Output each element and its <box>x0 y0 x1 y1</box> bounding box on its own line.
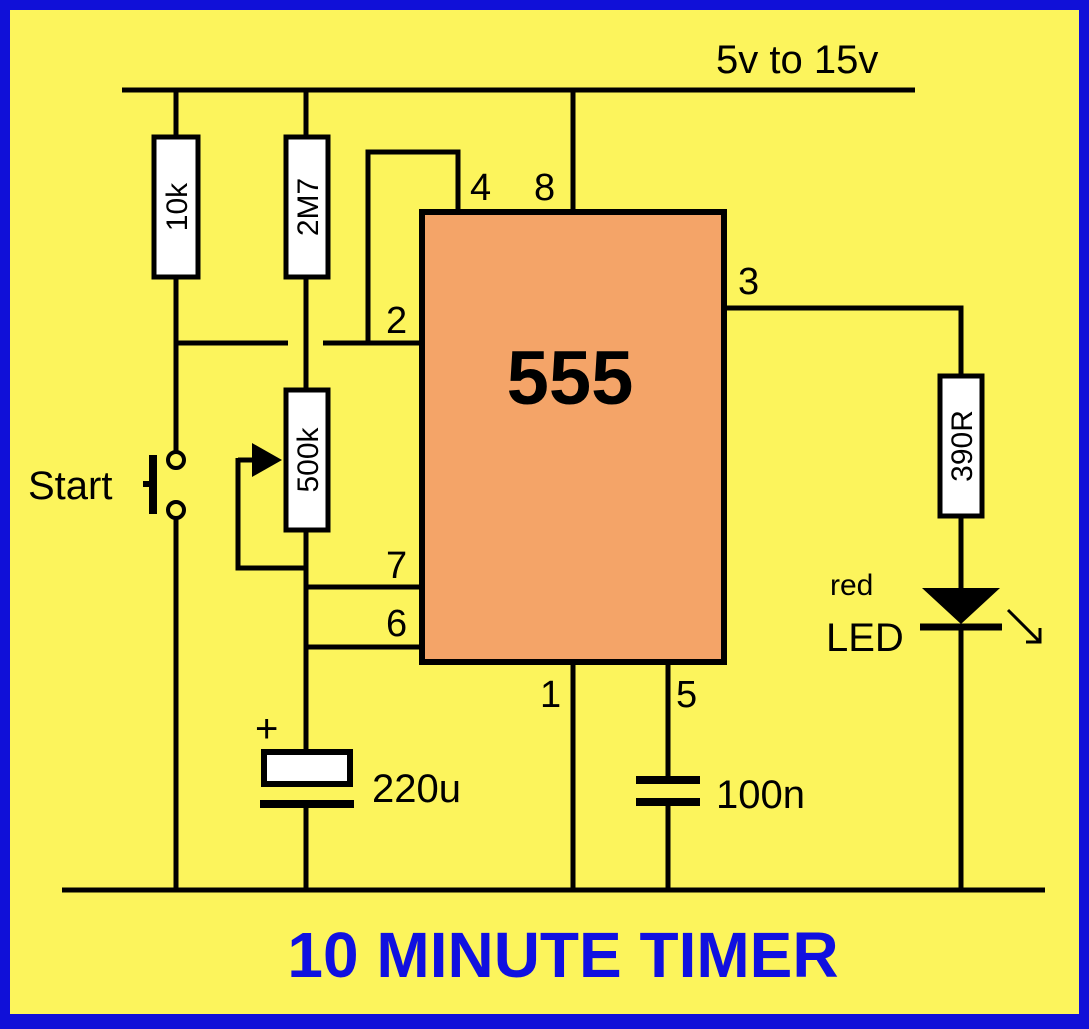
supply-label: 5v to 15v <box>716 38 878 82</box>
cap-220u-label: 220u <box>372 767 461 811</box>
start-switch <box>143 450 186 520</box>
pin-label-6: 6 <box>386 603 407 645</box>
cap-220u-polarity: + <box>255 707 278 751</box>
potentiometer-500k <box>283 387 331 533</box>
pin-label-3: 3 <box>738 261 759 303</box>
pin-label-4: 4 <box>470 167 491 209</box>
wire-pin3-output <box>724 305 964 376</box>
pin-label-1: 1 <box>540 674 561 716</box>
diagram-title: 10 MINUTE TIMER <box>287 919 838 991</box>
pot-wiper-arrow <box>252 443 282 477</box>
led-triangle <box>922 588 1000 624</box>
ic-555-label: 555 <box>507 336 634 421</box>
ic-555 <box>419 209 727 665</box>
wire-pin4-reset <box>365 149 461 343</box>
pin-label-7: 7 <box>386 545 407 587</box>
resistor-390r-label: 390R <box>946 410 979 482</box>
start-switch-label: Start <box>28 464 112 508</box>
pin-label-2: 2 <box>386 300 407 342</box>
led-label-color: red <box>830 569 873 602</box>
led-emission-arrow <box>1006 608 1042 644</box>
led-label-type: LED <box>826 616 904 660</box>
pot-wiper-link <box>235 458 306 571</box>
pin-label-5: 5 <box>676 674 697 716</box>
resistor-2m7-label: 2M7 <box>292 178 325 236</box>
cap-220u-body <box>261 749 353 787</box>
potentiometer-500k-label: 500k <box>292 426 325 492</box>
pin-label-8: 8 <box>534 167 555 209</box>
cap-100n-label: 100n <box>716 773 805 817</box>
resistor-10k-label: 10k <box>161 182 194 231</box>
